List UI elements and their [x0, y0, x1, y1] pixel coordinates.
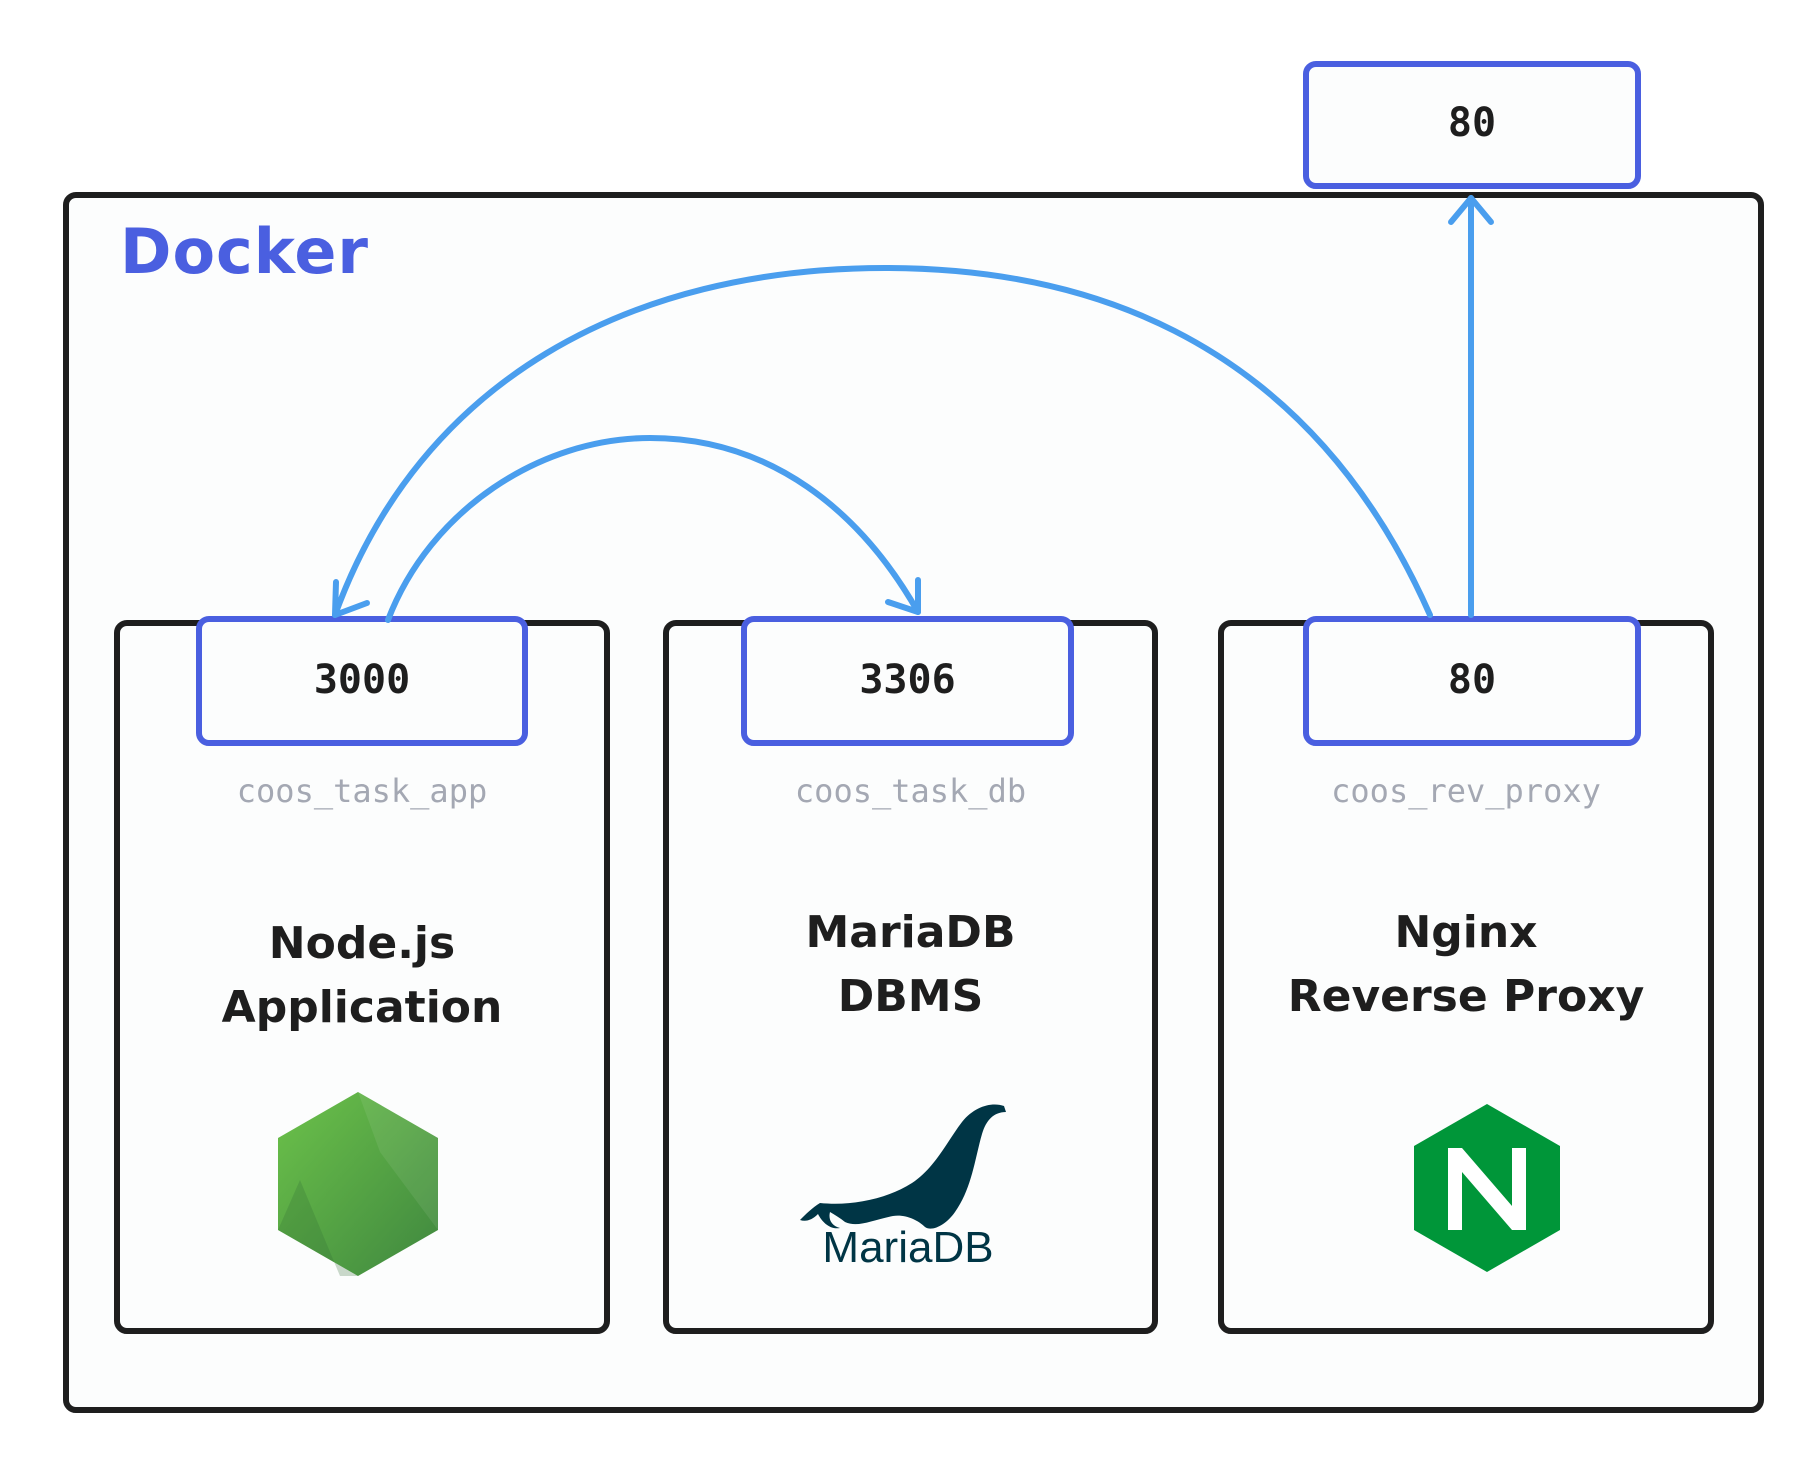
proxy-title: Nginx Reverse Proxy	[1221, 901, 1711, 1029]
db-title: MariaDB DBMS	[666, 901, 1155, 1029]
db-port-box	[741, 616, 1074, 746]
app-title-line2: Application	[221, 982, 503, 1033]
db-title-line2: DBMS	[837, 971, 984, 1022]
app-port-label: 3000	[313, 657, 411, 703]
nodejs-logo	[278, 1092, 438, 1276]
mariadb-logo-text: MariaDB	[822, 1223, 993, 1272]
db-title-line1: MariaDB	[805, 907, 1016, 958]
db-service-name: coos_task_db	[794, 772, 1027, 810]
proxy-title-line1: Nginx	[1394, 907, 1538, 958]
proxy-service-name: coos_rev_proxy	[1331, 772, 1601, 810]
arrowhead-proxy-to-host	[1448, 195, 1494, 225]
arrow-proxy-to-app	[332, 265, 1433, 618]
docker-title: Docker	[120, 215, 370, 288]
app-port-box	[196, 616, 528, 746]
host-port-box	[1303, 61, 1641, 189]
proxy-title-line2: Reverse Proxy	[1287, 971, 1645, 1022]
mariadb-logo	[800, 1104, 1006, 1229]
proxy-port-box	[1303, 616, 1641, 746]
proxy-port-label: 80	[1447, 657, 1497, 703]
arrowhead-proxy-to-app	[332, 579, 370, 618]
arrow-app-to-db	[385, 435, 921, 623]
app-title-line1: Node.js	[268, 918, 456, 969]
db-port-label: 3306	[859, 657, 956, 703]
app-title: Node.js Application	[117, 912, 607, 1040]
arrowhead-app-to-db	[885, 577, 921, 615]
app-service-name: coos_task_app	[236, 772, 488, 810]
host-port-label: 80	[1447, 100, 1497, 146]
nginx-logo	[1414, 1104, 1560, 1272]
